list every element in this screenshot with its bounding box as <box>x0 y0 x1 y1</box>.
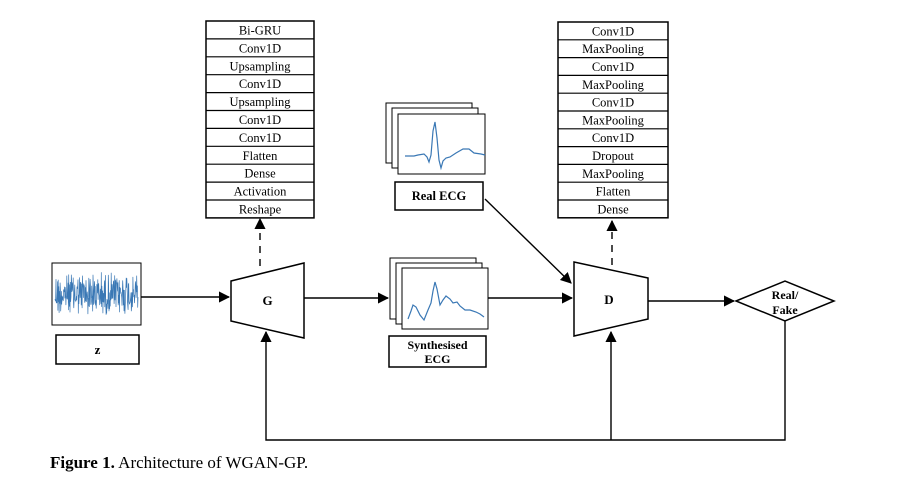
noise-plot <box>51 262 142 326</box>
generator-layer-label: Upsampling <box>229 95 291 109</box>
generator-layer-label: Bi-GRU <box>239 23 281 37</box>
generator-layer-label: Reshape <box>239 202 282 216</box>
generator-layer-label: Conv1D <box>239 41 281 55</box>
synthesised-ecg-label-2: ECG <box>424 352 450 366</box>
generator-layer: Reshape <box>206 199 314 216</box>
z-box: z <box>55 334 140 365</box>
generator-layer-label: Conv1D <box>239 77 281 91</box>
generator-layer-label: Flatten <box>243 149 278 163</box>
z-label: z <box>95 342 101 357</box>
discriminator-layer: Conv1D <box>558 128 668 145</box>
discriminator-layer-stack: Conv1DMaxPoolingConv1DMaxPoolingConv1DMa… <box>557 21 669 219</box>
caption-text: Architecture of WGAN-GP. <box>118 453 309 472</box>
generator-layer: Conv1D <box>206 109 314 127</box>
discriminator-layer: Conv1D <box>558 56 668 74</box>
discriminator-layer: MaxPooling <box>558 74 668 92</box>
discriminator-layer: Conv1D <box>592 24 634 38</box>
generator-layer: Conv1D <box>206 127 314 145</box>
discriminator-layer-label: MaxPooling <box>582 167 645 181</box>
generator-layer: Upsampling <box>206 91 314 109</box>
decision-label-1: Real/ <box>772 288 799 302</box>
discriminator-layer: Dense <box>558 199 668 216</box>
generator-label: G <box>262 293 272 308</box>
discriminator-layer: Flatten <box>558 181 668 199</box>
caption-label: Figure 1. <box>50 453 115 472</box>
discriminator-layer: Dropout <box>558 146 668 163</box>
generator-layer: Activation <box>206 181 314 199</box>
synthesised-ecg-box: Synthesised ECG <box>388 335 487 368</box>
generator-layer-stack: Bi-GRUConv1DUpsamplingConv1DUpsamplingCo… <box>205 20 315 219</box>
generator-layer: Bi-GRU <box>239 23 281 37</box>
noise-signal <box>54 272 139 315</box>
generator-layer: Conv1D <box>206 74 314 91</box>
real-ecg-stack <box>385 102 486 175</box>
generator-layer: Conv1D <box>206 38 314 55</box>
discriminator-layer: Conv1D <box>558 92 668 110</box>
generator-layer-label: Conv1D <box>239 113 281 127</box>
decision-label-2: Fake <box>772 303 798 317</box>
generator-layer-label: Activation <box>234 185 288 199</box>
discriminator-layer-label: Conv1D <box>592 60 634 74</box>
discriminator-layer-label: MaxPooling <box>582 78 645 92</box>
generator-layer-label: Upsampling <box>229 59 291 73</box>
generator-layer: Upsampling <box>206 56 314 73</box>
synthesised-ecg-label-1: Synthesised <box>407 338 467 352</box>
discriminator-layer-label: Conv1D <box>592 96 634 110</box>
generator-layer: Flatten <box>206 145 314 163</box>
discriminator-layer-label: MaxPooling <box>582 42 645 56</box>
real-ecg-signal <box>405 121 486 171</box>
discriminator-label: D <box>604 292 613 307</box>
generator-block: G <box>230 262 305 339</box>
feedback-loop <box>260 321 786 441</box>
real-ecg-box: Real ECG <box>394 181 484 211</box>
discriminator-layer: MaxPooling <box>558 39 668 56</box>
generator-layer-label: Conv1D <box>239 131 281 145</box>
discriminator-layer-label: Conv1D <box>592 24 634 38</box>
generator-layer-label: Dense <box>244 167 276 181</box>
real-ecg-label: Real ECG <box>412 189 467 203</box>
discriminator-layer-label: Dense <box>597 202 629 216</box>
synthesised-ecg-stack <box>389 257 489 330</box>
discriminator-layer-label: Conv1D <box>592 131 634 145</box>
decision-diamond: Real/ Fake <box>734 280 836 322</box>
synthesised-ecg-signal <box>407 281 485 322</box>
arrow-real-to-d <box>484 198 572 284</box>
arrows <box>141 198 786 441</box>
discriminator-block: D <box>573 261 649 337</box>
generator-layer: Dense <box>206 163 314 181</box>
discriminator-layer: MaxPooling <box>558 163 668 181</box>
discriminator-layer: MaxPooling <box>558 110 668 127</box>
discriminator-layer-label: MaxPooling <box>582 113 645 127</box>
discriminator-layer-label: Dropout <box>592 149 634 163</box>
figure-caption: Figure 1. Architecture of WGAN-GP. <box>50 453 308 473</box>
discriminator-layer-label: Flatten <box>596 185 631 199</box>
